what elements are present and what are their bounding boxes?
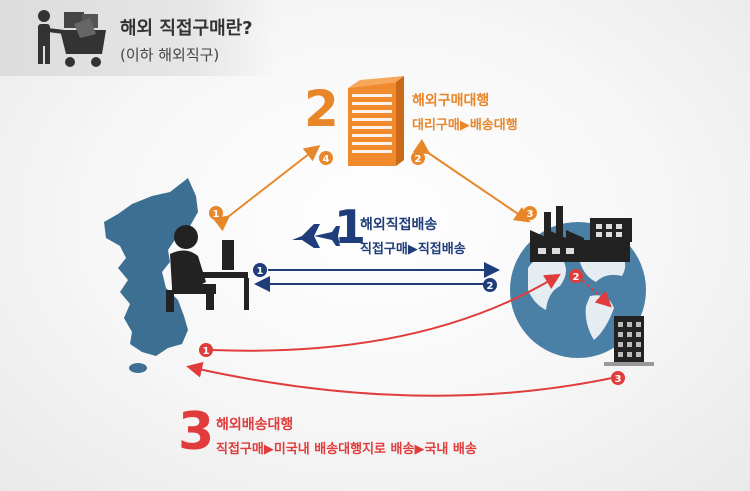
page-subtitle: (이하 해외직구) <box>120 46 220 64</box>
airplane-icon <box>292 224 340 248</box>
method-2-number: 2 <box>304 80 339 138</box>
page-title: 해외 직접구매란? <box>120 18 253 39</box>
method-2-title: 해외구매대행 <box>412 93 490 109</box>
svg-text:1: 1 <box>213 209 220 220</box>
method-2-flow: 대리구매▶배송대행 <box>412 118 518 133</box>
red-path-1 <box>211 273 561 352</box>
person-at-computer-icon <box>166 225 249 312</box>
method-3-title: 해외배송대행 <box>216 417 294 433</box>
method-1-number: 1 <box>334 200 367 254</box>
svg-text:2: 2 <box>415 154 422 165</box>
marker-red-1: 1 <box>199 343 213 357</box>
warehouse-building-icon <box>604 316 654 366</box>
marker-red-2: 2 <box>569 269 583 283</box>
method-1-title: 해외직접배송 <box>360 217 438 233</box>
orange-path-left <box>212 145 321 232</box>
marker-orange-3: 3 <box>523 206 537 220</box>
red-path-2 <box>577 275 612 308</box>
orange-path-right <box>412 138 531 223</box>
marker-orange-1: 1 <box>209 206 223 220</box>
marker-blue-2: 2 <box>483 278 497 292</box>
svg-text:1: 1 <box>203 346 210 357</box>
svg-text:4: 4 <box>323 154 330 165</box>
svg-text:1: 1 <box>257 266 264 277</box>
red-path-3 <box>186 361 613 397</box>
marker-orange-2: 2 <box>411 151 425 165</box>
marker-blue-1: 1 <box>253 263 267 277</box>
method-1-flow: 직접구매▶직접배송 <box>360 242 466 257</box>
marker-orange-4: 4 <box>319 151 333 165</box>
svg-text:3: 3 <box>527 209 534 220</box>
svg-text:2: 2 <box>573 272 580 283</box>
factory-icon <box>530 206 632 262</box>
svg-text:3: 3 <box>615 374 622 385</box>
office-building-icon <box>348 76 404 166</box>
method-3-flow: 직접구매▶미국내 배송대행지로 배송▶국내 배송 <box>216 442 477 457</box>
svg-text:2: 2 <box>487 281 494 292</box>
marker-red-3: 3 <box>611 371 625 385</box>
shopper-cart-icon <box>38 10 106 67</box>
korea-map-icon <box>104 178 198 356</box>
method-3-number: 3 <box>178 402 215 462</box>
header: 해외 직접구매란? (이하 해외직구) <box>0 0 750 76</box>
